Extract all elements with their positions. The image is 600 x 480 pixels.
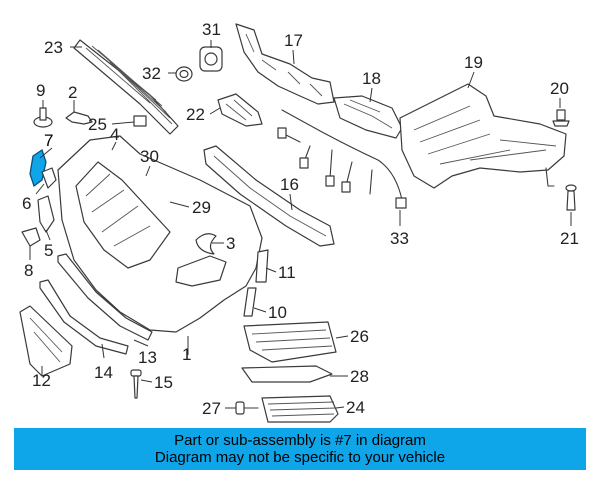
callout-3: 3 xyxy=(226,234,235,253)
callout-21: 21 xyxy=(560,229,579,248)
part-28-lower-strip xyxy=(241,365,333,383)
part-19-impact-carrier xyxy=(399,83,567,189)
callout-15: 15 xyxy=(154,373,173,392)
callout-4: 4 xyxy=(110,125,119,144)
part-21-push-pin xyxy=(565,184,577,211)
part-33-wiring-harness xyxy=(277,109,407,209)
part-24-lower-mesh xyxy=(261,395,339,423)
part-16-absorber xyxy=(203,145,335,247)
callout-2: 2 xyxy=(68,83,77,102)
callout-16: 16 xyxy=(280,175,299,194)
part-22-bracket xyxy=(217,93,263,127)
part-12-skid-plate xyxy=(19,305,73,377)
part-18-bracket xyxy=(333,95,403,139)
part-13-lower-molding xyxy=(57,253,153,341)
callout-29: 29 xyxy=(192,198,211,217)
part-20-bolt xyxy=(552,109,570,127)
callout-7-highlighted: 7 xyxy=(44,131,53,150)
part-15-rivet xyxy=(130,369,142,399)
callout-11: 11 xyxy=(278,263,296,282)
callout-30: 30 xyxy=(140,147,159,166)
callout-32: 32 xyxy=(142,64,161,83)
part-17-upper-bracket xyxy=(235,23,335,105)
leader-lines xyxy=(29,40,572,409)
part-5-side-bracket xyxy=(37,195,55,233)
callout-17: 17 xyxy=(284,31,303,50)
part-7-highlighted xyxy=(29,148,47,188)
part-14-strip xyxy=(39,279,129,355)
callout-10: 10 xyxy=(268,303,287,322)
callout-9: 9 xyxy=(36,81,45,100)
callout-18: 18 xyxy=(362,69,381,88)
part-23-grille-strip xyxy=(73,39,179,135)
banner-line-part: Part or sub-assembly is #7 in diagram xyxy=(174,432,426,449)
part-10-trim xyxy=(243,287,257,317)
callout-8: 8 xyxy=(24,261,33,280)
banner-line-disclaimer: Diagram may not be specific to your vehi… xyxy=(154,449,446,466)
callout-28: 28 xyxy=(350,367,369,386)
callout-1: 1 xyxy=(182,345,191,364)
callout-5: 5 xyxy=(44,241,53,260)
callout-33: 33 xyxy=(390,229,409,248)
parts-diagram: 1 2 3 4 5 6 7 8 9 10 11 12 13 14 15 16 1… xyxy=(19,20,579,423)
callout-20: 20 xyxy=(550,79,569,98)
part-32-grommet xyxy=(175,66,193,82)
callout-13: 13 xyxy=(138,348,157,367)
part-26-lower-grille xyxy=(243,321,337,363)
callout-26: 26 xyxy=(350,327,369,346)
callout-27: 27 xyxy=(202,399,221,418)
part-1-bumper-cover xyxy=(57,135,263,333)
callout-23: 23 xyxy=(44,38,63,57)
callout-6: 6 xyxy=(22,194,31,213)
part-6-bracket xyxy=(41,167,57,189)
callout-12: 12 xyxy=(32,371,51,390)
callout-24: 24 xyxy=(346,398,365,417)
part-31-sensor xyxy=(199,46,223,72)
callout-22: 22 xyxy=(186,105,205,124)
info-banner: Part or sub-assembly is #7 in diagram Di… xyxy=(14,428,586,470)
part-3-fog-trim xyxy=(195,233,217,255)
part-27-bolt xyxy=(235,401,259,415)
part-9-clip xyxy=(33,107,53,128)
part-8-side-clip xyxy=(21,227,41,247)
callout-25: 25 xyxy=(88,115,107,134)
part-25-clip xyxy=(133,115,147,127)
callout-14: 14 xyxy=(94,363,113,382)
part-11-trim xyxy=(255,249,269,283)
callout-31: 31 xyxy=(202,20,221,39)
callout-19: 19 xyxy=(464,53,483,72)
callout-labels: 1 2 3 4 5 6 7 8 9 10 11 12 13 14 15 16 1… xyxy=(22,20,579,418)
